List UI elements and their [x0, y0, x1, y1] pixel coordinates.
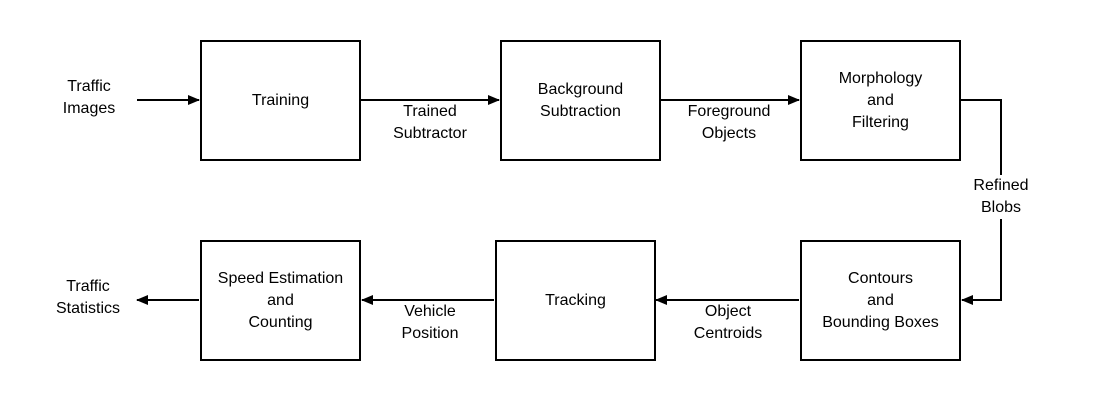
input-label: Traffic Images: [62, 78, 116, 117]
output-label: Traffic Statistics: [55, 278, 121, 317]
speed-estimation-counting-box: Speed Estimation and Counting: [200, 240, 361, 361]
background-subtraction-box-label: Background Subtraction: [537, 80, 624, 120]
tracking-box: Tracking: [495, 240, 656, 361]
training-box-label: Training: [251, 91, 310, 109]
speed-estimation-counting-box-label: Speed Estimation and Counting: [217, 269, 344, 331]
contours-bounding-boxes-box: Contours and Bounding Boxes: [800, 240, 961, 361]
morphology-filtering-box-label: Morphology and Filtering: [838, 69, 923, 131]
contours-bounding-boxes-box-label: Contours and Bounding Boxes: [822, 269, 939, 331]
trained-subtractor-label: Trained Subtractor: [393, 103, 467, 142]
training-box: Training: [200, 40, 361, 161]
refined-blobs-label: Refined Blobs: [953, 175, 1049, 219]
foreground-objects-label: Foreground Objects: [687, 103, 771, 142]
background-subtraction-box: Background Subtraction: [500, 40, 661, 161]
morphology-filtering-box: Morphology and Filtering: [800, 40, 961, 161]
vehicle-position-label: Vehicle Position: [401, 303, 459, 342]
object-centroids-label: Object Centroids: [693, 303, 763, 342]
tracking-box-label: Tracking: [545, 291, 606, 309]
